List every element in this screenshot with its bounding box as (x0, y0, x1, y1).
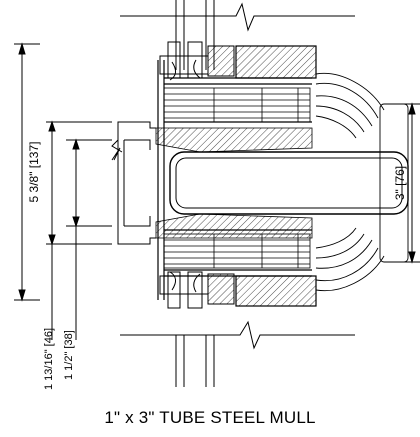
dimension-overall-height (14, 42, 40, 302)
glazing-lines-bottom (120, 320, 355, 387)
dimension-tube-depth-label: 3" [76] (393, 166, 407, 200)
dimension-sightline-outer-label: 1 13/16" [46] (43, 328, 55, 390)
frame-extrusion-top (163, 87, 311, 123)
break-line-bottom (120, 320, 355, 350)
dimension-sightlines (46, 120, 112, 340)
frame-extrusion-bottom (163, 233, 311, 269)
glazing-pocket-top (159, 41, 235, 81)
drawing-caption: 1" x 3" TUBE STEEL MULL (104, 408, 316, 427)
mullion-frame (157, 45, 317, 307)
steel-tube (155, 127, 409, 239)
anchor-clip (315, 72, 409, 292)
dimension-tube-depth (396, 102, 420, 264)
snap-cover (111, 121, 156, 245)
dimension-sightline-inner-label: 1 1/2" [38] (63, 330, 75, 380)
glazing-pocket-bottom (159, 271, 235, 309)
dimension-overall-height-label: 5 3/8" [137] (27, 142, 41, 203)
break-line-top (120, 2, 355, 32)
